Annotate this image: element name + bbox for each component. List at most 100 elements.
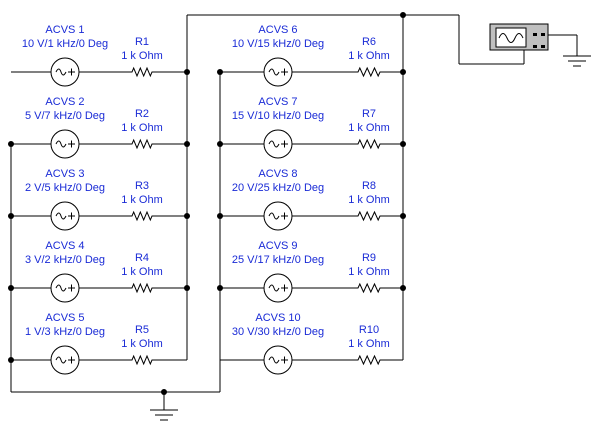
junction-dot xyxy=(184,213,190,219)
junction-dot xyxy=(184,285,190,291)
junction-dot xyxy=(217,213,223,219)
resistor-value-label: 1 k Ohm xyxy=(121,50,163,62)
plus-glyph xyxy=(68,140,75,148)
source-body xyxy=(50,57,80,87)
source-name-label: ACVS 10 xyxy=(255,312,300,324)
plus-glyph xyxy=(68,284,75,292)
source-spec-label: 3 V/2 kHz/0 Deg xyxy=(25,254,105,266)
resistor-icon[interactable] xyxy=(124,66,160,78)
plus-glyph xyxy=(68,212,75,220)
junction-dot xyxy=(217,141,223,147)
ac-voltage-source-icon[interactable] xyxy=(263,345,293,375)
plus-glyph xyxy=(68,68,75,76)
scope-terminal xyxy=(541,33,545,36)
scope-terminal xyxy=(533,33,537,36)
scope-terminal xyxy=(541,45,545,48)
oscilloscope-icon[interactable] xyxy=(489,23,549,51)
ac-voltage-source-icon[interactable] xyxy=(50,345,80,375)
ground-icon xyxy=(150,409,178,421)
resistor-icon[interactable] xyxy=(124,354,160,366)
source-spec-label: 25 V/17 kHz/0 Deg xyxy=(232,254,324,266)
source-body xyxy=(50,345,80,375)
sine-glyph xyxy=(55,140,67,148)
resistor-icon[interactable] xyxy=(124,210,160,222)
junction-dot xyxy=(400,141,406,147)
resistor-name-label: R9 xyxy=(362,252,376,264)
source-spec-label: 5 V/7 kHz/0 Deg xyxy=(25,110,105,122)
resistor-icon[interactable] xyxy=(350,138,388,150)
resistor-icon[interactable] xyxy=(124,138,160,150)
plus-glyph xyxy=(281,212,288,220)
sine-glyph xyxy=(55,284,67,292)
ac-voltage-source-icon[interactable] xyxy=(263,273,293,303)
source-name-label: ACVS 6 xyxy=(258,24,297,36)
source-name-label: ACVS 7 xyxy=(258,96,297,108)
sine-glyph xyxy=(268,140,280,148)
sine-glyph xyxy=(55,68,67,76)
scope-waveform xyxy=(498,33,524,43)
junction-dot xyxy=(400,69,406,75)
plus-glyph xyxy=(281,284,288,292)
source-spec-label: 1 V/3 kHz/0 Deg xyxy=(25,326,105,338)
source-body xyxy=(263,345,293,375)
ac-voltage-source-icon[interactable] xyxy=(263,129,293,159)
junction-dot xyxy=(184,141,190,147)
junction-dot xyxy=(8,213,14,219)
resistor-value-label: 1 k Ohm xyxy=(121,266,163,278)
components xyxy=(50,57,388,375)
ac-voltage-source-icon[interactable] xyxy=(263,57,293,87)
resistor-value-label: 1 k Ohm xyxy=(348,266,390,278)
resistor-icon[interactable] xyxy=(124,282,160,294)
source-name-label: ACVS 3 xyxy=(45,168,84,180)
sine-glyph xyxy=(55,356,67,364)
resistor-icon[interactable] xyxy=(350,66,388,78)
ac-voltage-source-icon[interactable] xyxy=(263,201,293,231)
ac-voltage-source-icon[interactable] xyxy=(50,129,80,159)
source-body xyxy=(50,129,80,159)
junction-dot xyxy=(217,69,223,75)
source-name-label: ACVS 1 xyxy=(45,24,84,36)
sine-glyph xyxy=(268,356,280,364)
plus-glyph xyxy=(68,356,75,364)
source-name-label: ACVS 2 xyxy=(45,96,84,108)
resistor-name-label: R7 xyxy=(362,108,376,120)
scope-terminal xyxy=(533,45,537,48)
source-spec-label: 10 V/15 kHz/0 Deg xyxy=(232,38,324,50)
source-body xyxy=(263,57,293,87)
source-name-label: ACVS 4 xyxy=(45,240,84,252)
resistor-name-label: R2 xyxy=(135,108,149,120)
source-name-label: ACVS 5 xyxy=(45,312,84,324)
source-name-label: ACVS 9 xyxy=(258,240,297,252)
sine-glyph xyxy=(268,284,280,292)
ac-voltage-source-icon[interactable] xyxy=(50,273,80,303)
resistor-name-label: R5 xyxy=(135,324,149,336)
scope-screen xyxy=(495,27,527,48)
ac-voltage-source-icon[interactable] xyxy=(50,57,80,87)
junction-dot xyxy=(400,285,406,291)
source-spec-label: 10 V/1 kHz/0 Deg xyxy=(22,38,108,50)
resistor-name-label: R3 xyxy=(135,180,149,192)
sine-glyph xyxy=(268,68,280,76)
source-spec-label: 2 V/5 kHz/0 Deg xyxy=(25,182,105,194)
resistor-icon[interactable] xyxy=(350,210,388,222)
source-body xyxy=(50,273,80,303)
resistor-name-label: R10 xyxy=(359,324,379,336)
resistor-name-label: R8 xyxy=(362,180,376,192)
junction-dot xyxy=(217,285,223,291)
plus-glyph xyxy=(281,140,288,148)
plus-glyph xyxy=(281,68,288,76)
source-spec-label: 15 V/10 kHz/0 Deg xyxy=(232,110,324,122)
source-name-label: ACVS 8 xyxy=(258,168,297,180)
resistor-icon[interactable] xyxy=(350,282,388,294)
junction-dot xyxy=(8,141,14,147)
ac-voltage-source-icon[interactable] xyxy=(50,201,80,231)
sine-glyph xyxy=(268,212,280,220)
source-body xyxy=(263,273,293,303)
resistor-value-label: 1 k Ohm xyxy=(348,194,390,206)
resistor-value-label: 1 k Ohm xyxy=(348,338,390,350)
resistor-icon[interactable] xyxy=(350,354,388,366)
resistor-value-label: 1 k Ohm xyxy=(348,122,390,134)
source-body xyxy=(263,201,293,231)
